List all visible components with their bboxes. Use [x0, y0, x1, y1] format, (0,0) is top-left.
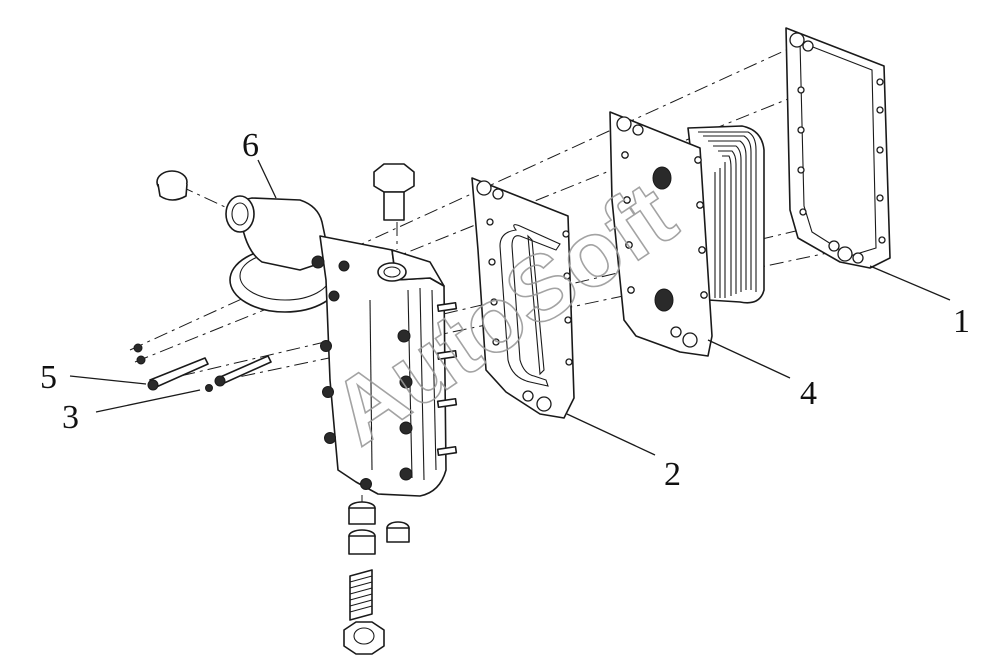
rear-gasket-part-1: [785, 27, 891, 269]
front-gasket-part-2: [471, 177, 575, 419]
callout-leaders: [69, 159, 951, 456]
top-plug: [156, 170, 188, 201]
callout-4: 4: [800, 375, 817, 412]
long-studs: [133, 343, 272, 392]
callout-numbers: 1 2 3 4 5 6: [40, 127, 970, 493]
callout-3: 3: [62, 399, 79, 436]
housing-bolts: [311, 255, 413, 490]
callout-6: 6: [242, 127, 259, 164]
cooler-housing: [225, 195, 458, 497]
callout-1: 1: [953, 303, 970, 340]
callout-2: 2: [664, 456, 681, 493]
oil-cooler-core-part-4: [609, 111, 765, 357]
top-bolt: [373, 163, 415, 221]
callout-5: 5: [40, 359, 57, 396]
cooler-fins: [698, 131, 757, 298]
bottom-valve-stack: [343, 501, 410, 655]
